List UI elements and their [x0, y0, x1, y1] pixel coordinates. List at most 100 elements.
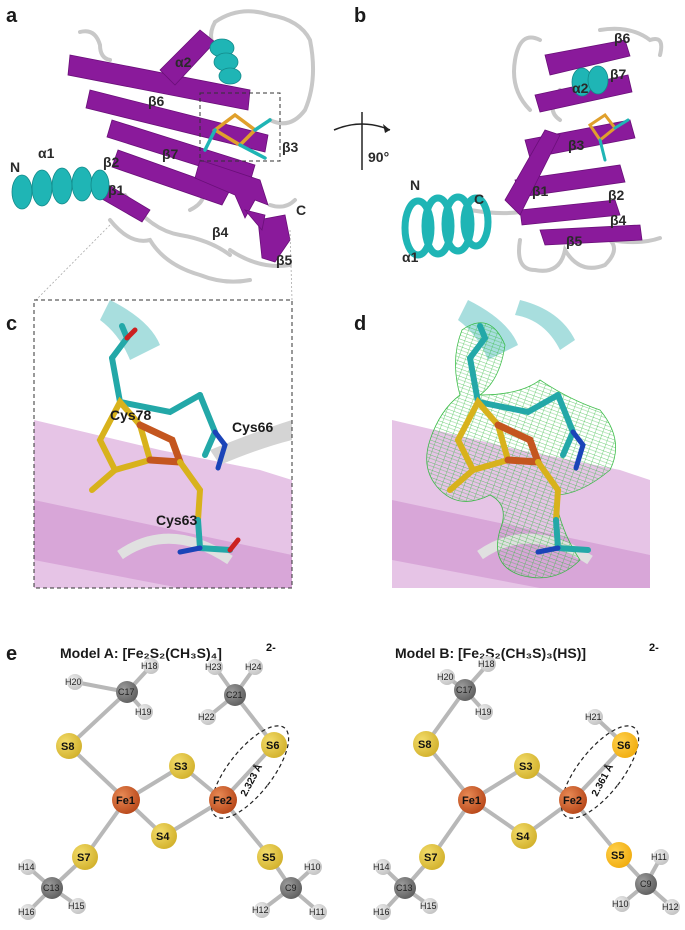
- atom-s4-b: S4: [516, 831, 530, 843]
- cluster-model-d: [447, 323, 591, 555]
- helix-surface-c: [100, 300, 160, 360]
- atom-h12-b: H12: [662, 902, 679, 912]
- atom-h19-b: H19: [475, 707, 492, 717]
- label-alpha2: α2: [175, 54, 192, 70]
- atom-h23-a: H23: [205, 662, 222, 672]
- atom-s5-b: S5: [611, 850, 624, 862]
- model-b: Model B: [Fe₂S₂(CH₃S)₃(HS)] 2- 2.361 Å F…: [373, 642, 680, 920]
- ss-labels-b: N C α1 α2 β1 β2 β3 β4 β5 β6 β7: [402, 30, 631, 265]
- panel-label-e: e: [6, 643, 17, 665]
- label-beta5: β5: [276, 252, 293, 268]
- atom-h14-b: H14: [373, 862, 390, 872]
- model-b-bonds: [381, 662, 674, 914]
- atom-s8-a: S8: [61, 741, 74, 753]
- atom-h12-a: H12: [252, 905, 269, 915]
- atom-h19-a: H19: [135, 707, 152, 717]
- model-a-bonds: [26, 664, 321, 914]
- atom-h15-a: H15: [68, 901, 85, 911]
- beta-sheet-b: [504, 39, 643, 246]
- atom-s6-b: S6: [617, 740, 630, 752]
- helix-alpha2-b: [571, 65, 609, 97]
- model-a-charge: 2-: [266, 642, 276, 654]
- model-a-atoms: Fe1 Fe2 S3 S4 S5 S6 S7 S8 C9 C13 C17 C21…: [18, 658, 327, 920]
- label-beta1: β1: [108, 182, 125, 198]
- ss-labels-a: N α1 α2 β1 β2 β3 β4 β5 β6 β7 C: [10, 54, 306, 268]
- model-b-distance-ellipse: [560, 725, 640, 819]
- label-beta6: β6: [148, 93, 165, 109]
- label-n: N: [10, 159, 20, 175]
- atom-c17-a: C17: [118, 687, 135, 697]
- atom-h18-a: H18: [141, 661, 158, 671]
- atom-fe2-b: Fe2: [563, 795, 582, 807]
- label-alpha2-b: α2: [572, 80, 589, 96]
- atom-s7-a: S7: [77, 852, 90, 864]
- atom-s7-b: S7: [424, 852, 437, 864]
- atom-c17-b: C17: [456, 685, 473, 695]
- atom-fe1-a: Fe1: [116, 795, 135, 807]
- rotation-icon: 90°: [333, 112, 391, 170]
- panel-e: e Model A: [Fe₂S₂(CH₃S)₄] 2- 2.323 Å Fe1: [6, 642, 680, 920]
- residue-cys78: Cys78: [110, 407, 151, 423]
- atom-c9-b: C9: [640, 879, 652, 889]
- label-beta5-b: β5: [566, 233, 583, 249]
- atom-h21-b: H21: [585, 712, 602, 722]
- model-a-distance-ellipse: [210, 725, 290, 819]
- zoom-guide-left: [35, 224, 111, 301]
- residue-cys63: Cys63: [156, 512, 197, 528]
- atom-h15-b: H15: [420, 901, 437, 911]
- beta-sheet-a: [67, 29, 291, 263]
- atom-s6-a: S6: [266, 740, 279, 752]
- helix-alpha1-a: [11, 166, 110, 210]
- cluster-model-c: [89, 323, 241, 555]
- label-n-b: N: [410, 177, 420, 193]
- atom-fe1-b: Fe1: [462, 795, 481, 807]
- label-beta7: β7: [162, 146, 179, 162]
- panel-d: d: [354, 300, 650, 588]
- atom-h16-a: H16: [18, 907, 35, 917]
- label-beta1-b: β1: [532, 183, 549, 199]
- cluster-sticks-b: [587, 112, 630, 162]
- label-beta4-b: β4: [610, 212, 627, 228]
- panel-c: c Cys78 Cys66 Cys63: [6, 299, 293, 589]
- atom-h18-b: H18: [478, 659, 495, 669]
- atom-h10-b: H10: [612, 899, 629, 909]
- atom-fe2-a: Fe2: [213, 795, 232, 807]
- label-beta7-b: β7: [610, 66, 627, 82]
- helix-alpha1-b: [401, 193, 492, 259]
- atom-s8-b: S8: [418, 739, 431, 751]
- label-beta6-b: β6: [614, 30, 631, 46]
- panel-label-d: d: [354, 313, 366, 335]
- cluster-sticks-a: [203, 112, 272, 160]
- atom-c9-a: C9: [285, 883, 297, 893]
- atom-c13-a: C13: [43, 883, 60, 893]
- panel-label-a: a: [6, 5, 18, 27]
- atom-h20-a: H20: [65, 677, 82, 687]
- label-c: C: [296, 202, 306, 218]
- atom-h11-b: H11: [651, 852, 667, 862]
- atom-h20-b: H20: [437, 672, 454, 682]
- panel-label-c: c: [6, 313, 17, 335]
- atom-c21-a: C21: [226, 690, 243, 700]
- atom-s5-a: S5: [262, 852, 275, 864]
- zoom-box-a: [199, 92, 281, 162]
- model-b-charge: 2-: [649, 642, 659, 654]
- atom-h22-a: H22: [198, 712, 215, 722]
- helix-alpha2-a: [209, 38, 242, 85]
- residue-cys66: Cys66: [232, 419, 273, 435]
- atom-s3-b: S3: [519, 761, 532, 773]
- atom-h24-a: H24: [245, 662, 262, 672]
- atom-h11-a: H11: [309, 907, 325, 917]
- model-b-atoms: Fe1 Fe2 S3 S4 S5 S6 S7 S8 C9 C13 C17 H10…: [373, 656, 680, 920]
- panel-b: b 90°: [333, 5, 664, 273]
- model-a-title: Model A: [Fe₂S₂(CH₃S)₄]: [60, 645, 222, 661]
- atom-h16-b: H16: [373, 907, 390, 917]
- label-c-b: C: [474, 191, 484, 207]
- panel-label-b: b: [354, 5, 366, 27]
- label-alpha1: α1: [38, 145, 55, 161]
- atom-h14-a: H14: [18, 862, 35, 872]
- atom-s3-a: S3: [174, 761, 187, 773]
- label-beta3-b: β3: [568, 137, 585, 153]
- atom-h10-a: H10: [304, 862, 321, 872]
- model-b-title: Model B: [Fe₂S₂(CH₃S)₃(HS)]: [395, 645, 586, 661]
- zoom-frame-c: [33, 299, 293, 589]
